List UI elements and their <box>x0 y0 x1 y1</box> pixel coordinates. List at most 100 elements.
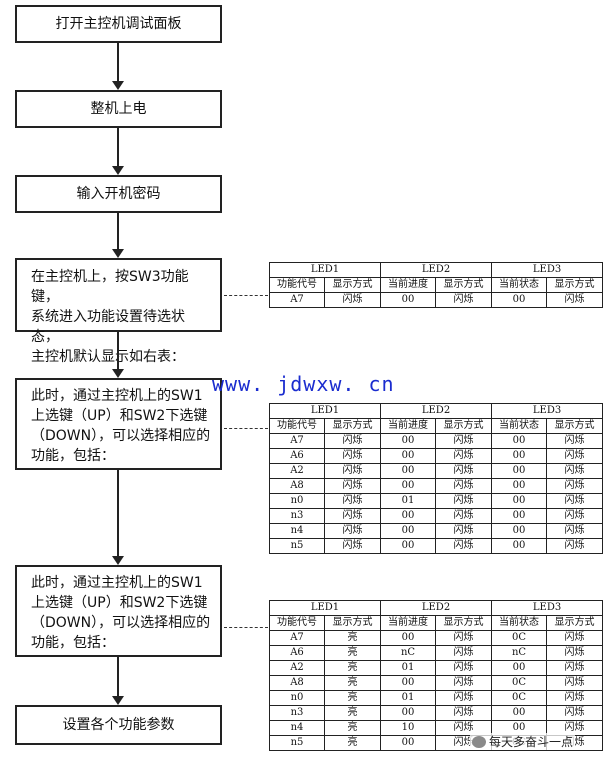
table-cell: 00 <box>380 433 437 449</box>
table-cell: n3 <box>269 508 325 524</box>
table-cell: 00 <box>491 523 548 539</box>
subheader-cell: 显示方式 <box>323 418 382 434</box>
subheader-cell: 当前状态 <box>491 615 548 631</box>
table-cell: 闪烁 <box>546 630 604 646</box>
table-subheader-row: 功能代号显示方式当前进度显示方式当前状态显示方式 <box>269 615 604 631</box>
arrow-head-1 <box>112 81 124 90</box>
table-cell: 闪烁 <box>435 493 493 509</box>
table-cell: 闪烁 <box>546 463 604 479</box>
subheader-cell: 功能代号 <box>269 615 325 631</box>
table-cell: n3 <box>269 705 325 721</box>
table-cell: 闪烁 <box>435 433 493 449</box>
table-cell: 闪烁 <box>323 448 382 464</box>
table-cell: 0C <box>491 690 548 706</box>
arrow-line-6 <box>117 657 119 696</box>
table-cell: 闪烁 <box>435 463 493 479</box>
table-cell: A8 <box>269 675 325 691</box>
table-cell: 闪烁 <box>435 292 493 308</box>
subheader-cell: 当前状态 <box>491 277 548 293</box>
table-cell: 00 <box>491 660 548 676</box>
step-power-on-text: 整机上电 <box>90 101 147 117</box>
table-cell: 亮 <box>323 690 382 706</box>
table-header-row: LED1 LED2 LED3 <box>268 262 604 278</box>
table-cell: 00 <box>491 705 548 721</box>
table-cell: 闪烁 <box>546 493 604 509</box>
table-cell: 闪烁 <box>323 508 382 524</box>
table-cell: 亮 <box>323 630 382 646</box>
header-led3: LED3 <box>491 403 604 419</box>
table-cell: 闪烁 <box>323 433 382 449</box>
led-table-functions-blink: LED1 LED2 LED3 功能代号显示方式当前进度显示方式当前状态显示方式 … <box>268 403 604 554</box>
arrow-line-2 <box>117 128 119 166</box>
arrow-head-3 <box>112 249 124 258</box>
table-cell: 闪烁 <box>546 433 604 449</box>
connector-table-1 <box>224 295 268 296</box>
table-cell: 闪烁 <box>546 292 604 308</box>
subheader-cell: 当前进度 <box>380 418 437 434</box>
table-cell: A2 <box>269 660 325 676</box>
header-led2: LED2 <box>380 600 493 616</box>
arrow-line-3 <box>117 213 119 249</box>
table-cell: 亮 <box>323 720 382 736</box>
header-led1: LED1 <box>268 403 382 419</box>
table-cell: 0C <box>491 630 548 646</box>
table-cell: A6 <box>269 448 325 464</box>
wechat-watermark: 每天多奋斗一点 <box>470 733 576 750</box>
table-cell: 闪烁 <box>546 645 604 661</box>
step-open-panel-text: 打开主控机调试面板 <box>55 16 182 32</box>
table-cell: 闪烁 <box>323 538 382 554</box>
table-cell: 闪烁 <box>323 478 382 494</box>
table-cell: 00 <box>491 448 548 464</box>
step-password: 输入开机密码 <box>15 175 222 213</box>
table-cell: A2 <box>269 463 325 479</box>
table-subheader-row: 功能代号显示方式当前进度显示方式当前状态显示方式 <box>269 277 604 293</box>
header-led1: LED1 <box>268 600 382 616</box>
table-cell: A8 <box>269 478 325 494</box>
table-cell: 00 <box>380 508 437 524</box>
header-led1: LED1 <box>268 262 382 278</box>
connector-table-2 <box>224 428 268 429</box>
table-cell: 闪烁 <box>323 463 382 479</box>
table-cell: 闪烁 <box>546 690 604 706</box>
table-cell: 闪烁 <box>323 292 382 308</box>
table-cell: 闪烁 <box>546 478 604 494</box>
table-cell: 亮 <box>323 705 382 721</box>
table-cell: n5 <box>269 538 325 554</box>
table-cell: n4 <box>269 720 325 736</box>
subheader-cell: 显示方式 <box>435 418 493 434</box>
wechat-icon <box>472 735 486 748</box>
table-cell: 00 <box>491 463 548 479</box>
table-cell: 00 <box>491 508 548 524</box>
subheader-cell: 显示方式 <box>546 418 604 434</box>
table-cell: A6 <box>269 645 325 661</box>
table-cell: 00 <box>380 463 437 479</box>
table-cell: 01 <box>380 660 437 676</box>
step-open-panel: 打开主控机调试面板 <box>15 5 222 43</box>
table-cell: 00 <box>380 478 437 494</box>
step-set-params-text: 设置各个功能参数 <box>62 717 175 733</box>
arrow-head-6 <box>112 696 124 705</box>
table-cell: 亮 <box>323 735 382 751</box>
table-cell: nC <box>491 645 548 661</box>
table-cell: 闪烁 <box>435 660 493 676</box>
table-cell: nC <box>380 645 437 661</box>
table-cell: A7 <box>269 433 325 449</box>
table-cell: 闪烁 <box>435 630 493 646</box>
table-cell: 闪烁 <box>435 538 493 554</box>
step-select-2-text: 此时，通过主控机上的SW1 上选键（UP）和SW2下选键 （DOWN），可以选择… <box>31 575 211 651</box>
table-cell: 00 <box>380 448 437 464</box>
arrow-head-5 <box>112 556 124 565</box>
table-cell: A7 <box>269 630 325 646</box>
table-cell: 闪烁 <box>435 523 493 539</box>
table-cell: n0 <box>269 690 325 706</box>
table-cell: n0 <box>269 493 325 509</box>
